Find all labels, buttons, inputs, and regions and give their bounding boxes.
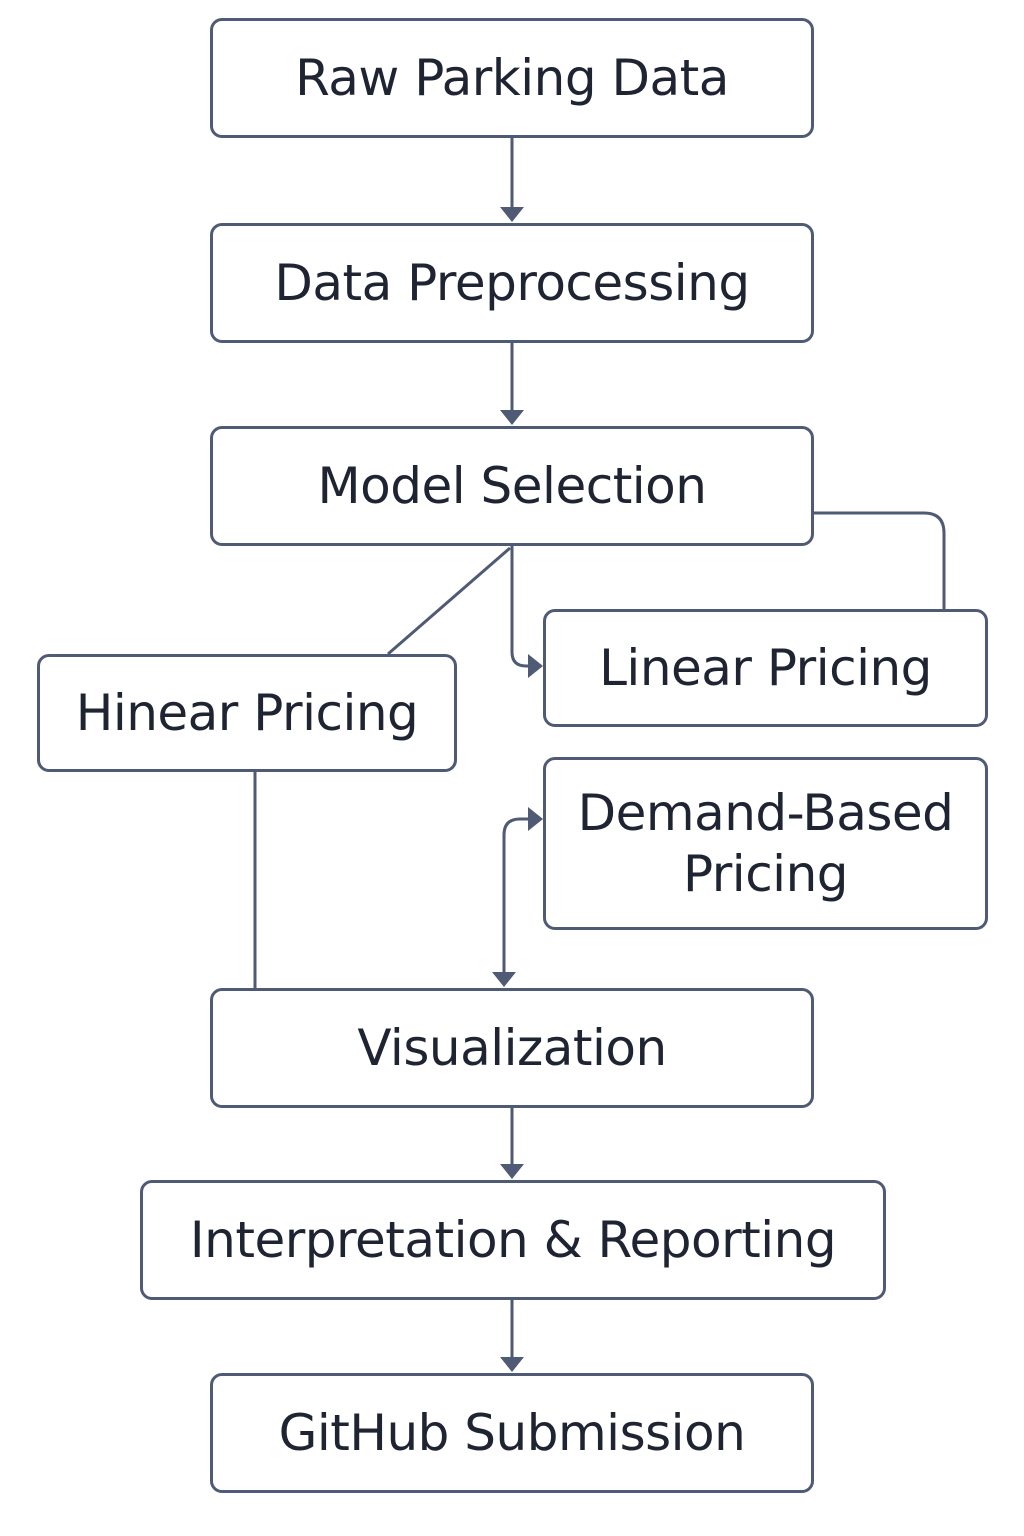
node-label: Hinear Pricing [75,683,419,742]
arrowhead-model [500,410,524,425]
arrowhead-demand [528,807,543,831]
edge-vis-to-demand [502,817,531,974]
node-label: Visualization [357,1018,667,1077]
node-hinear-pricing: Hinear Pricing [37,654,457,772]
node-label: Linear Pricing [599,638,932,697]
node-model-selection: Model Selection [210,426,814,546]
arrowhead-linear [528,654,543,678]
node-label: Interpretation & Reporting [189,1210,837,1269]
node-label: Data Preprocessing [274,253,750,312]
node-data-preprocessing: Data Preprocessing [210,223,814,343]
node-linear-pricing: Linear Pricing [543,609,988,727]
node-interpretation-reporting: Interpretation & Reporting [140,1180,886,1300]
node-raw-parking-data: Raw Parking Data [210,18,814,138]
node-github-submission: GitHub Submission [210,1373,814,1493]
arrowhead-vis [492,972,516,987]
arrowhead-interp [500,1164,524,1179]
edge-model-to-left [387,546,511,656]
arrowhead-git [500,1357,524,1372]
edge-model-to-linear [510,546,532,668]
node-label: GitHub Submission [278,1403,746,1462]
node-label: Demand-Based Pricing [577,783,954,903]
node-demand-based-pricing: Demand-Based Pricing [543,757,988,930]
arrowhead-prep [500,207,524,222]
node-visualization: Visualization [210,988,814,1108]
node-label: Raw Parking Data [295,48,729,107]
edge-model-right-to-linear [814,511,946,609]
node-label: Model Selection [317,456,707,515]
